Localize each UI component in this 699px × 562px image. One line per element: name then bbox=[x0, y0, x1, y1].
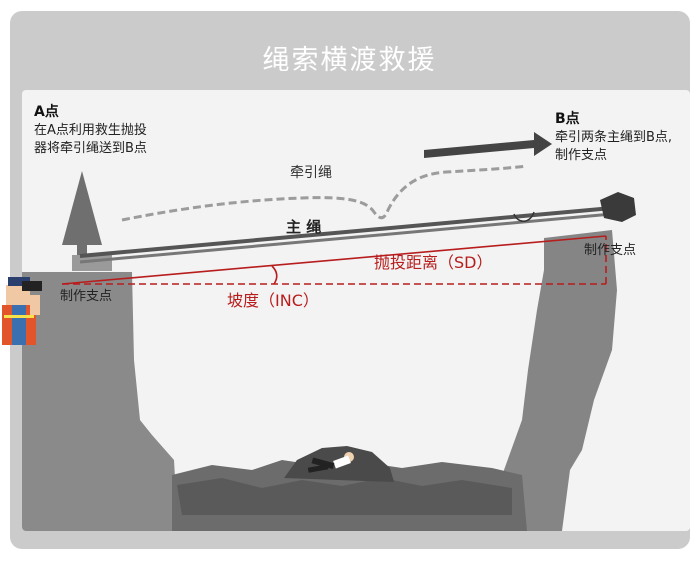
diagram-canvas bbox=[22, 132, 636, 531]
left-cliff bbox=[22, 272, 178, 531]
main-rope-lower bbox=[79, 212, 613, 264]
main-rope-label: 主 绳 bbox=[286, 218, 322, 236]
right-cliff bbox=[492, 230, 617, 531]
right-anchor-boulder bbox=[600, 192, 636, 222]
point-b-label: B点 bbox=[555, 111, 580, 127]
traction-rope-label: 牵引绳 bbox=[290, 165, 332, 181]
slide-title: 绳索横渡救援 bbox=[262, 45, 437, 76]
traction-rope-line bbox=[121, 164, 528, 222]
tree bbox=[62, 171, 102, 245]
victim-figure bbox=[307, 452, 354, 473]
left-anchor-block bbox=[72, 255, 112, 271]
point-a-label: A点 bbox=[34, 104, 59, 120]
slope-line bbox=[61, 235, 607, 285]
slope-arc bbox=[271, 265, 278, 285]
point-a-desc-line1: 在A点利用救生抛投 bbox=[34, 123, 147, 138]
rope-clip-marker bbox=[513, 211, 535, 222]
anchor-right-label: 制作支点 bbox=[584, 243, 637, 258]
diagram-panel: A点 在A点利用救生抛投 器将牵引绳送到B点 B点 牵引两条主绳到B点, 制作支… bbox=[22, 90, 690, 531]
point-b-desc-line2: 制作支点 bbox=[555, 148, 608, 163]
throw-distance-label: 抛投距离（SD） bbox=[374, 253, 493, 272]
anchor-left-label: 制作支点 bbox=[60, 289, 113, 304]
point-b-desc-line1: 牵引两条主绳到B点, bbox=[555, 130, 673, 145]
slope-label: 坡度（INC） bbox=[227, 291, 319, 310]
point-a-desc-line2: 器将牵引绳送到B点 bbox=[34, 141, 147, 156]
rescuer-figure bbox=[2, 277, 42, 345]
valley-rubble bbox=[177, 478, 512, 515]
main-rope-upper bbox=[79, 206, 613, 258]
direction-arrow bbox=[424, 132, 552, 158]
